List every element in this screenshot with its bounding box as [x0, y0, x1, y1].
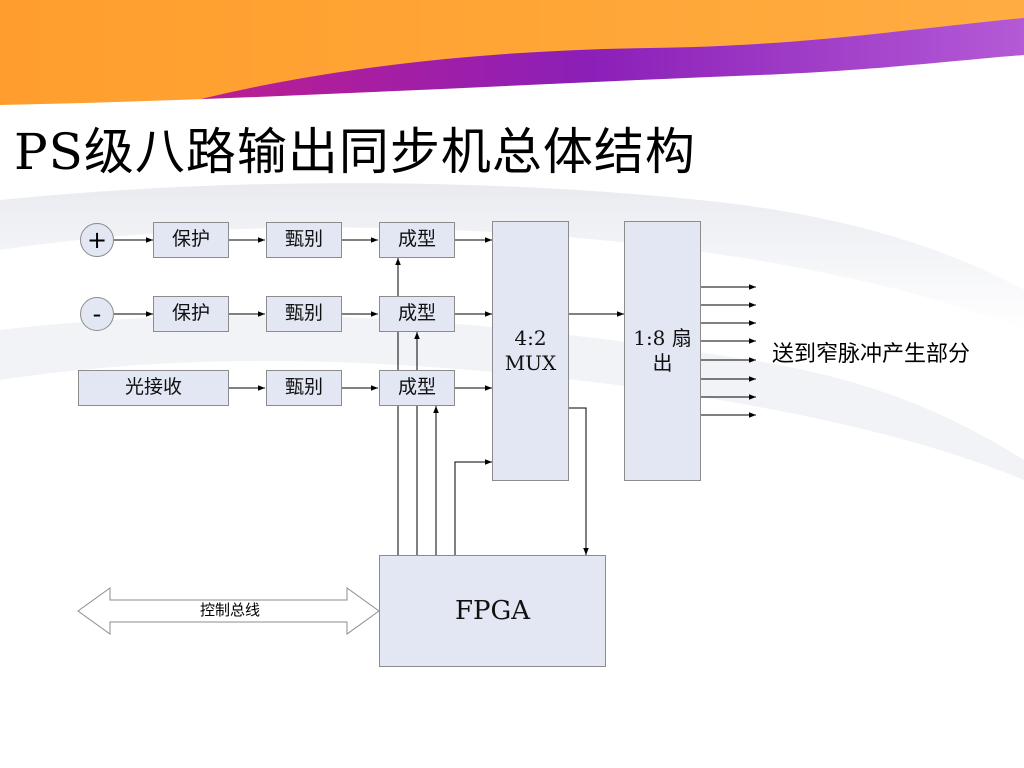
protect-block-2: 保护: [153, 296, 229, 332]
protect-block-1: 保护: [153, 222, 229, 258]
shaping-block-2: 成型: [379, 296, 455, 332]
negative-input-node: -: [80, 297, 114, 331]
slide-title: PS级八路输出同步机总体结构: [14, 123, 696, 181]
output-destination-label: 送到窄脉冲产生部分: [772, 342, 971, 367]
shaping-block-3: 成型: [379, 370, 455, 406]
discriminate-block-1: 甄别: [266, 222, 342, 258]
wire-mux-to-fpga: [568, 407, 589, 555]
control-bus-label: 控制总线: [199, 601, 260, 619]
wire-fpga-to-mux: [454, 459, 492, 556]
fpga-block: FPGA: [379, 555, 606, 667]
fanout-label-ratio: 1:8 扇: [633, 326, 692, 350]
fanout-block: 1:8 扇 出: [624, 221, 701, 481]
fanout-label-name: 出: [652, 351, 673, 375]
mux-label-name: MUX: [504, 351, 557, 375]
mux-label-ratio: 4:2: [514, 326, 547, 350]
optical-receive-block: 光接收: [78, 370, 229, 406]
discriminate-block-3: 甄别: [266, 370, 342, 406]
positive-input-node: +: [80, 223, 114, 257]
mux-block: 4:2 MUX: [492, 221, 569, 481]
discriminate-block-2: 甄别: [266, 296, 342, 332]
shaping-block-1: 成型: [379, 222, 455, 258]
